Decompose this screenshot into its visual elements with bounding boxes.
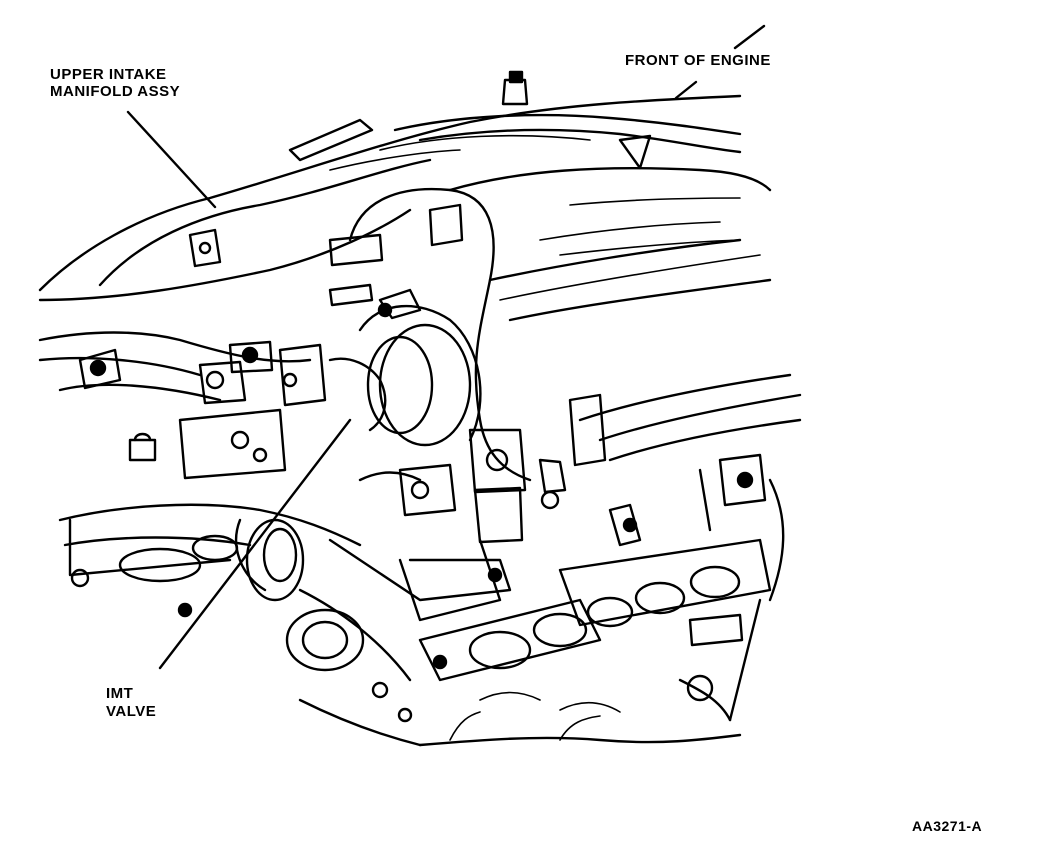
- upper-intake-label-line1: UPPER INTAKE: [50, 66, 167, 83]
- upper-intake-label-line2: MANIFOLD ASSY: [50, 83, 181, 100]
- front-arrow-head: [733, 24, 766, 50]
- front-of-engine-label: FRONT OF ENGINE: [625, 52, 771, 69]
- throttle-body: [328, 288, 482, 447]
- lower-intake: [58, 428, 785, 747]
- figure-code: AA3271-A: [912, 818, 983, 834]
- leader-lines: [126, 24, 766, 670]
- imt-valve-label-line1: IMT: [106, 685, 134, 702]
- imt-valve-label-line2: VALVE: [106, 703, 157, 720]
- upper-intake-manifold: [38, 70, 802, 494]
- upper-intake-leader: [126, 110, 217, 209]
- left-brackets: [38, 228, 384, 480]
- front-arrow-tail: [674, 80, 698, 100]
- imt-leader: [158, 418, 352, 670]
- upper-intake-label: UPPER INTAKE MANIFOLD ASSY: [50, 66, 180, 100]
- imt-valve-label: IMT VALVE: [106, 685, 156, 721]
